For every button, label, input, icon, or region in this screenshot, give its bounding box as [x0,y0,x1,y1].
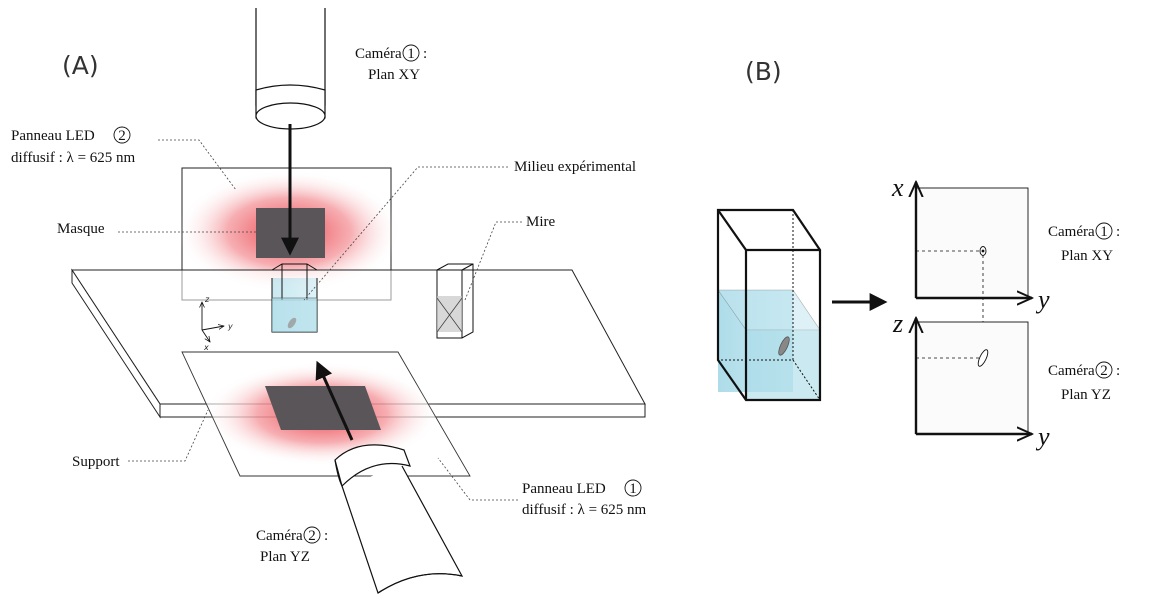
plot-xy: x y [891,173,1050,314]
leader-milieu [303,166,508,301]
mini-axis-y: y [227,322,233,331]
svg-text:Caméra: Caméra [1048,363,1095,379]
svg-text:Plan YZ: Plan YZ [260,549,310,565]
label-mire: Mire [526,214,556,230]
label-led-2: Panneau LED 2 diffusif : λ = 625 nm [11,126,136,166]
label-milieu: Milieu expérimental [514,159,636,175]
mini-axis-z: z [204,295,210,304]
cuvette [716,208,822,402]
leader-led1 [437,457,518,501]
leader-support [128,409,209,462]
mini-axes: z y x [202,295,233,352]
arrow-cam2 [315,360,354,441]
svg-text:Caméra: Caméra [256,528,303,544]
plot-yz: z y [892,309,1050,451]
plot-xy-v-axis: x [891,173,904,202]
panel-a-tag: (A) [62,51,99,80]
label-support: Support [72,454,120,470]
svg-text:2: 2 [1100,363,1108,379]
mire [436,263,474,339]
plot-yz-h-axis: y [1035,422,1050,451]
plot-xy-h-axis: y [1035,285,1050,314]
label-b-camera-2: Caméra 2 : Plan YZ [1048,361,1120,403]
mini-axis-x: x [203,343,209,352]
svg-text:2: 2 [308,528,316,544]
svg-text::: : [1116,363,1120,379]
svg-text:Caméra: Caméra [355,46,402,62]
svg-text:1: 1 [1100,224,1108,240]
svg-text:Panneau LED: Panneau LED [522,481,606,497]
experimental-cell [271,263,318,333]
svg-text::: : [423,46,427,62]
svg-text:Plan YZ: Plan YZ [1061,387,1111,403]
label-led-1: Panneau LED 1 diffusif : λ = 625 nm [522,479,647,518]
led-panel-1 [181,351,471,477]
svg-text::: : [324,528,328,544]
label-camera-1: Caméra 1 : Plan XY [355,44,427,83]
camera-2 [334,444,464,594]
svg-text:Caméra: Caméra [1048,224,1095,240]
svg-text::: : [1116,224,1120,240]
leader-led2 [158,139,237,191]
mask-bottom [265,386,381,430]
camera-1 [255,8,326,130]
label-b-camera-1: Caméra 1 : Plan XY [1048,222,1120,264]
label-masque: Masque [57,221,105,237]
svg-text:diffusif : λ = 625 nm: diffusif : λ = 625 nm [522,502,647,518]
svg-text:Plan XY: Plan XY [1061,248,1113,264]
leader-mire [464,221,522,301]
svg-text:Panneau LED: Panneau LED [11,128,95,144]
svg-text:1: 1 [407,46,415,62]
svg-text:1: 1 [629,481,637,497]
label-camera-2: Caméra 2 : Plan YZ [256,526,328,565]
plot-yz-v-axis: z [892,309,903,338]
svg-text:diffusif : λ = 625 nm: diffusif : λ = 625 nm [11,150,136,166]
svg-text:2: 2 [118,128,126,144]
svg-text:Plan XY: Plan XY [368,67,420,83]
panel-b-tag: (B) [745,57,782,86]
